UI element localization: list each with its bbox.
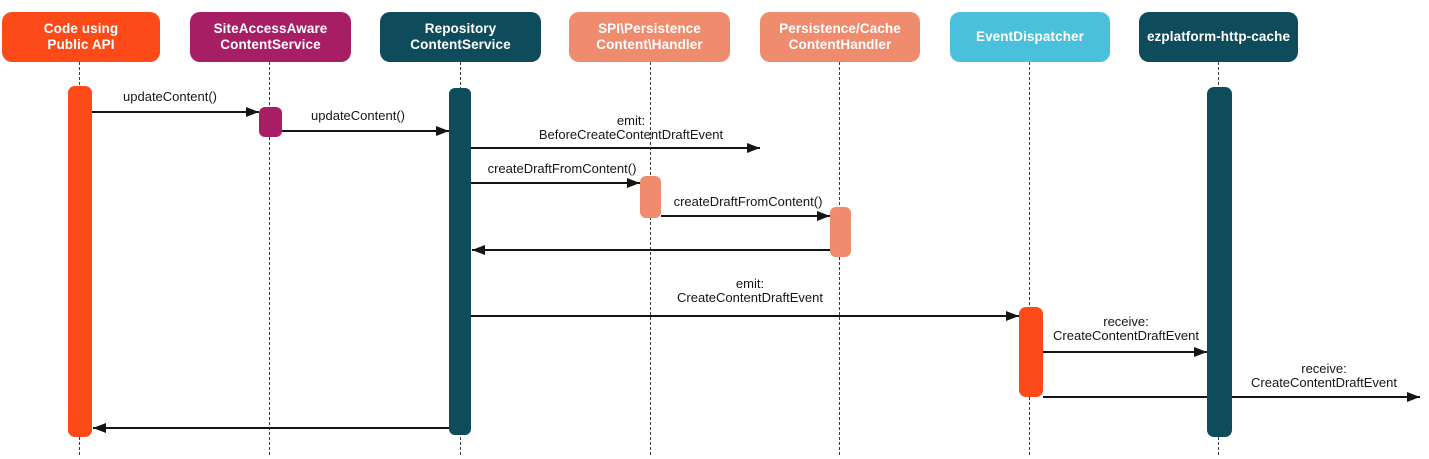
- message-arrow-return-to-repository: [472, 249, 830, 251]
- participant-repository-contentservice: Repository ContentService: [380, 12, 541, 62]
- lifeline-event-dispatcher: [1029, 62, 1030, 455]
- message-arrow-updatecontent-1: [92, 111, 259, 113]
- participant-label: SiteAccessAware ContentService: [213, 20, 328, 53]
- participant-label: Repository ContentService: [410, 20, 511, 53]
- participant-code-using-public-api: Code using Public API: [2, 12, 160, 62]
- message-arrow-updatecontent-2: [282, 130, 449, 132]
- message-label-emit-beforecreatecontentdraftevent: emit: BeforeCreateContentDraftEvent: [538, 113, 724, 142]
- message-label-receive-createcontentdraftevent-2: receive: CreateContentDraftEvent: [1251, 361, 1397, 390]
- message-arrow-createdraftfromcontent-1: [471, 182, 640, 184]
- message-label-receive-createcontentdraftevent-1: receive: CreateContentDraftEvent: [1053, 314, 1199, 343]
- message-label-emit-createcontentdraftevent: emit: CreateContentDraftEvent: [677, 276, 823, 305]
- lifeline-siteaccessaware-contentservice: [269, 62, 270, 455]
- message-arrow-emit-createcontentdraftevent: [471, 315, 1019, 317]
- participant-siteaccessaware-contentservice: SiteAccessAware ContentService: [190, 12, 351, 62]
- lifeline-persistence-cache-contenthandler: [839, 62, 840, 455]
- message-label-createdraftfromcontent-1: createDraftFromContent(): [487, 161, 637, 176]
- message-label-updatecontent-1: updateContent(): [123, 89, 217, 104]
- activation-event-dispatcher: [1019, 307, 1043, 397]
- message-label-createdraftfromcontent-2: createDraftFromContent(): [673, 194, 823, 209]
- activation-persistence-cache-contenthandler: [830, 207, 851, 257]
- message-arrow-receive-createcontentdraftevent-1: [1043, 351, 1207, 353]
- message-arrow-emit-beforecreatecontentdraftevent: [471, 147, 760, 149]
- participant-ezplatform-http-cache: ezplatform-http-cache: [1139, 12, 1298, 62]
- participant-persistence-cache-contenthandler: Persistence/Cache ContentHandler: [760, 12, 920, 62]
- participant-label: EventDispatcher: [975, 28, 1085, 44]
- activation-siteaccessaware-contentservice: [259, 107, 282, 137]
- participant-label: SPI\Persistence Content\Handler: [596, 20, 703, 53]
- participant-event-dispatcher: EventDispatcher: [950, 12, 1110, 62]
- activation-ezplatform-http-cache: [1207, 87, 1232, 437]
- activation-code-using-public-api: [68, 86, 92, 437]
- participant-label: Persistence/Cache ContentHandler: [779, 20, 901, 53]
- participant-spi-persistence-content-handler: SPI\Persistence Content\Handler: [569, 12, 730, 62]
- lifeline-spi-persistence-content-handler: [650, 62, 651, 455]
- participant-label: Code using Public API: [43, 20, 119, 53]
- message-arrow-createdraftfromcontent-2: [661, 215, 830, 217]
- activation-spi-persistence-content-handler: [640, 176, 661, 218]
- message-arrow-return-to-code: [93, 427, 449, 429]
- participant-label: ezplatform-http-cache: [1146, 28, 1291, 44]
- activation-repository-contentservice: [449, 88, 471, 435]
- message-label-updatecontent-2: updateContent(): [311, 108, 405, 123]
